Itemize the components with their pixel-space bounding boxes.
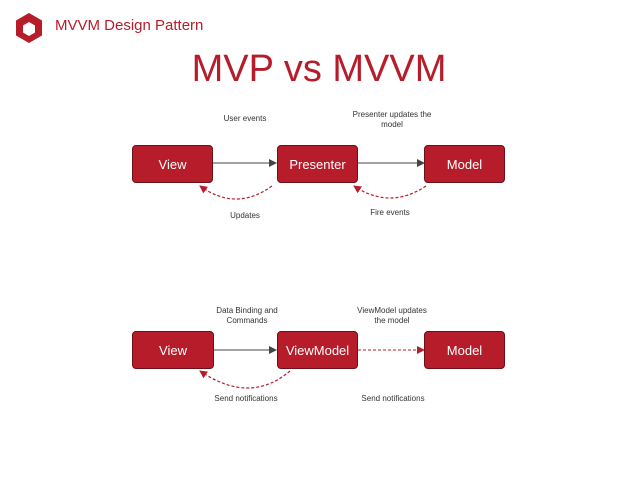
label-fire-events: Fire events: [370, 208, 410, 217]
main-title: MVP vs MVVM: [191, 48, 447, 90]
mvp-model-node: Model: [424, 145, 505, 183]
mvvm-viewmodel-node: ViewModel: [277, 331, 358, 369]
label-data-binding: Data Binding and Commands: [216, 306, 278, 325]
arrow-presenter-updates-view: [199, 185, 273, 200]
label-viewmodel-updates: ViewModel updates the model: [357, 306, 427, 325]
arrow-model-fires-presenter: [353, 185, 427, 199]
header-title: MVVM Design Pattern: [55, 17, 204, 34]
mvp-presenter-node: Presenter: [277, 145, 358, 183]
mvvm-view-node: View: [132, 331, 214, 369]
mvvm-model-node: Model: [424, 331, 505, 369]
label-send-notifications-right: Send notifications: [361, 394, 425, 403]
label-updates: Updates: [230, 211, 260, 220]
label-presenter-updates: Presenter updates the model: [352, 110, 432, 129]
arrow-viewmodel-notifies-view: [199, 370, 291, 389]
label-user-events: User events: [223, 114, 267, 123]
mvp-view-node: View: [132, 145, 213, 183]
label-send-notifications-left: Send notifications: [214, 394, 278, 403]
hexagon-logo-icon: [16, 13, 42, 43]
